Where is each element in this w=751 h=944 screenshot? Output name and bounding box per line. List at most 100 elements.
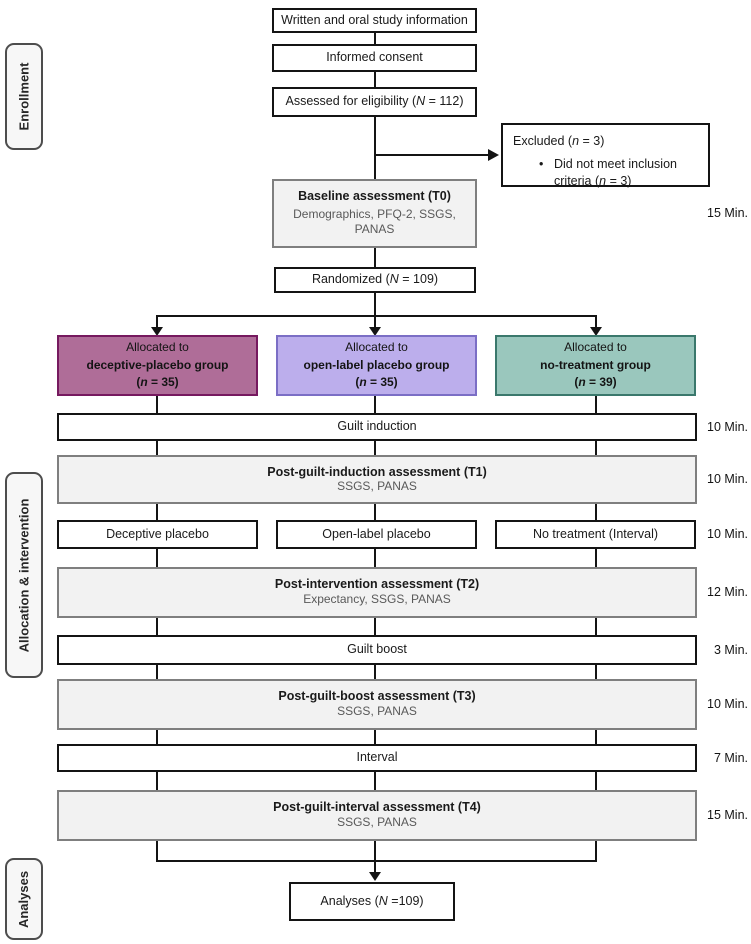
excluded-bullet-row: • Did not meet inclusion criteria (n = 3… bbox=[539, 156, 698, 189]
connector-line bbox=[595, 772, 597, 790]
informed-consent-box: Informed consent bbox=[272, 44, 477, 72]
duration-label: 12 Min. bbox=[707, 585, 748, 599]
excluded-title: Excluded (n = 3) bbox=[513, 134, 605, 148]
guilt-boost-box: Guilt boost bbox=[57, 635, 697, 665]
connector-line bbox=[156, 860, 597, 862]
duration-label: 15 Min. bbox=[707, 206, 748, 220]
connector-line bbox=[374, 33, 376, 44]
connector-line bbox=[595, 317, 597, 328]
arrow-down-icon bbox=[369, 327, 381, 336]
connector-line bbox=[374, 293, 376, 317]
assessment-body: SSGS, PANAS bbox=[337, 704, 417, 719]
group-box-no-treatment: Allocated to no-treatment group (n = 39) bbox=[495, 335, 696, 396]
connector-line bbox=[595, 396, 597, 413]
connector-line bbox=[374, 504, 376, 520]
group-allocated-to: Allocated to bbox=[345, 340, 408, 355]
no-treatment-label: No treatment (Interval) bbox=[532, 526, 659, 541]
connector-line bbox=[595, 549, 597, 567]
connector-line bbox=[376, 154, 489, 156]
duration-label: 15 Min. bbox=[707, 808, 748, 822]
connector-line bbox=[374, 665, 376, 679]
connector-line bbox=[595, 441, 597, 455]
duration-label: 10 Min. bbox=[707, 472, 748, 486]
assessment-title: Post-guilt-interval assessment (T4) bbox=[273, 800, 481, 814]
open-label-placebo-box: Open-label placebo bbox=[276, 520, 477, 549]
connector-line bbox=[374, 862, 376, 872]
eligibility-box: Assessed for eligibility (N = 112) bbox=[272, 87, 477, 117]
eligibility-label: Assessed for eligibility (N = 112) bbox=[285, 94, 464, 109]
baseline-assessment-body: Demographics, PFQ-2, SSGS, PANAS bbox=[293, 206, 456, 237]
assessment-title: Post-guilt-induction assessment (T1) bbox=[267, 465, 487, 479]
connector-line bbox=[374, 441, 376, 455]
excluded-bullet-text: Did not meet inclusion criteria (n = 3) bbox=[554, 157, 677, 188]
duration-label: 10 Min. bbox=[707, 527, 748, 541]
connector-line bbox=[374, 317, 376, 328]
connector-line bbox=[156, 730, 158, 744]
duration-label: 3 Min. bbox=[713, 643, 748, 657]
group-name: no-treatment group bbox=[540, 357, 651, 372]
connector-line bbox=[595, 504, 597, 520]
connector-line bbox=[156, 841, 158, 862]
connector-line bbox=[595, 841, 597, 862]
group-name: deceptive-placebo group bbox=[86, 357, 229, 372]
study-information-box: Written and oral study information bbox=[272, 8, 477, 33]
group-n: (n = 35) bbox=[355, 375, 398, 390]
connector-line bbox=[374, 841, 376, 862]
bullet-icon: • bbox=[539, 157, 544, 172]
connector-line bbox=[156, 396, 158, 413]
connector-line bbox=[156, 665, 158, 679]
excluded-box: Excluded (n = 3) • Did not meet inclusio… bbox=[501, 123, 710, 189]
connector-line bbox=[595, 730, 597, 744]
phase-label-allocation-intervention-text: Allocation & intervention bbox=[16, 498, 32, 652]
assessment-title: Post-intervention assessment (T2) bbox=[274, 577, 480, 591]
connector-line bbox=[374, 618, 376, 635]
group-box-open-label-placebo: Allocated to open-label placebo group (n… bbox=[276, 335, 477, 396]
phase-label-enrollment: Enrollment bbox=[5, 43, 43, 150]
assessment-title: Post-guilt-boost assessment (T3) bbox=[278, 689, 476, 703]
connector-line bbox=[374, 549, 376, 567]
randomized-box: Randomized (N = 109) bbox=[274, 267, 476, 293]
connector-line bbox=[156, 772, 158, 790]
interval-label: Interval bbox=[356, 750, 398, 765]
randomized-label: Randomized (N = 109) bbox=[311, 272, 439, 287]
deceptive-placebo-box: Deceptive placebo bbox=[57, 520, 258, 549]
group-allocated-to: Allocated to bbox=[564, 340, 627, 355]
connector-line bbox=[156, 504, 158, 520]
connector-line bbox=[374, 117, 376, 179]
baseline-assessment-title: Baseline assessment (T0) bbox=[298, 189, 451, 203]
group-box-deceptive-placebo: Allocated to deceptive-placebo group (n … bbox=[57, 335, 258, 396]
informed-consent-label: Informed consent bbox=[326, 50, 423, 65]
connector-line bbox=[374, 772, 376, 790]
phase-label-enrollment-text: Enrollment bbox=[16, 62, 32, 131]
connector-line bbox=[374, 730, 376, 744]
assessment-body: Expectancy, SSGS, PANAS bbox=[303, 592, 451, 607]
arrow-down-icon bbox=[151, 327, 163, 336]
group-name: open-label placebo group bbox=[303, 357, 450, 372]
duration-label: 10 Min. bbox=[707, 420, 748, 434]
duration-label: 10 Min. bbox=[707, 697, 748, 711]
guilt-induction-box: Guilt induction bbox=[57, 413, 697, 441]
connector-line bbox=[156, 441, 158, 455]
analyses-label: Analyses (N =109) bbox=[320, 893, 424, 908]
post-guilt-interval-assessment-box: Post-guilt-interval assessment (T4) SSGS… bbox=[57, 790, 697, 841]
connector-line bbox=[374, 72, 376, 87]
deceptive-placebo-label: Deceptive placebo bbox=[106, 526, 209, 541]
group-n: (n = 39) bbox=[574, 375, 617, 390]
arrow-down-icon bbox=[590, 327, 602, 336]
duration-label: 7 Min. bbox=[713, 751, 748, 765]
connector-line bbox=[156, 618, 158, 635]
interval-box: Interval bbox=[57, 744, 697, 772]
analyses-box: Analyses (N =109) bbox=[289, 882, 455, 921]
post-guilt-boost-assessment-box: Post-guilt-boost assessment (T3) SSGS, P… bbox=[57, 679, 697, 730]
open-label-placebo-label: Open-label placebo bbox=[322, 526, 431, 541]
connector-line bbox=[374, 396, 376, 413]
post-intervention-assessment-box: Post-intervention assessment (T2) Expect… bbox=[57, 567, 697, 618]
phase-label-analyses: Analyses bbox=[5, 858, 43, 940]
group-n: (n = 35) bbox=[136, 375, 179, 390]
baseline-assessment-box: Baseline assessment (T0) Demographics, P… bbox=[272, 179, 477, 248]
phase-label-analyses-text: Analyses bbox=[16, 870, 32, 928]
connector-line bbox=[156, 549, 158, 567]
no-treatment-box: No treatment (Interval) bbox=[495, 520, 696, 549]
assessment-body: SSGS, PANAS bbox=[337, 479, 417, 493]
